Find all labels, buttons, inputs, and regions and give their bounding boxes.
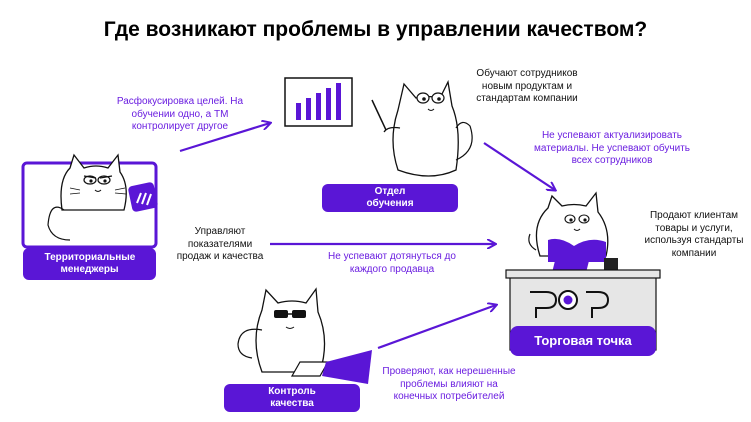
node-training-department: Отдел обучения — [322, 184, 458, 212]
node-quality-label: Контроль качества — [268, 386, 316, 409]
label-no-time-update: Не успевают актуализировать материалы. Н… — [533, 130, 690, 166]
node-training-label: Отдел обучения — [366, 186, 414, 209]
label-defocus: Расфокусировка целей. На обучении одно, … — [116, 96, 244, 132]
node-territorial-managers: Территориальные менеджеры — [23, 248, 156, 280]
quality-control-illustration — [237, 287, 372, 384]
arrow-training-to-shop — [483, 142, 555, 190]
node-quality-control: Контроль качества — [224, 384, 360, 412]
label-manage: Управляют показателями продаж и качества — [176, 226, 264, 262]
arrow-quality-to-shop — [377, 305, 496, 350]
territorial-manager-illustration — [21, 153, 158, 249]
label-check: Проверяют, как нерешенные проблемы влияю… — [382, 366, 516, 402]
label-training-desc: Обучают сотрудников новым продуктам и ст… — [476, 68, 578, 104]
node-territorial-label: Территориальные менеджеры — [44, 252, 136, 275]
node-shop: Торговая точка — [510, 326, 656, 356]
label-no-reach: Не успевают дотянуться до каждого продав… — [328, 251, 456, 275]
node-shop-label: Торговая точка — [534, 333, 632, 348]
arrow-tm-to-training — [179, 123, 270, 153]
training-illustration — [284, 77, 473, 177]
label-sell: Продают клиентам товары и услуги, исполь… — [644, 210, 744, 259]
page-title: Где возникают проблемы в управлении каче… — [103, 18, 648, 41]
